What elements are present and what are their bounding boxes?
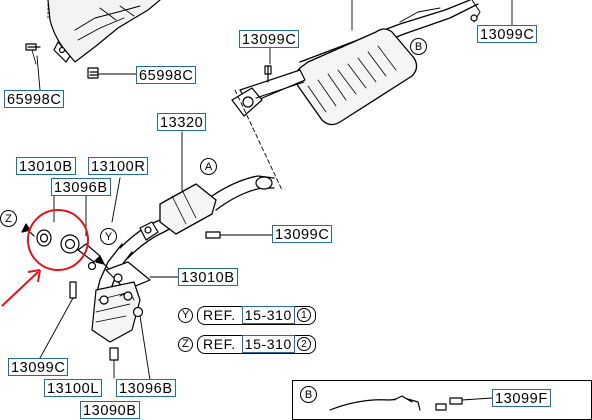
part-label[interactable]: 13099C [8,358,69,376]
ref-sub: 2 [296,337,311,351]
ref-word: REF. [203,336,236,352]
view-mark-a: A [200,158,217,175]
part-label[interactable]: 13099C [239,30,300,48]
part-label[interactable]: 65998C [136,66,197,84]
bolt-icon [39,281,77,359]
bolt-icon [264,47,272,83]
pointer-arrow-icon [1,269,41,307]
part-label[interactable]: 13090B [80,401,140,419]
view-mark-z: Z [0,210,17,227]
bolt-icon [87,67,138,79]
heat-shield-icon [47,0,161,63]
muffler-icon [231,0,481,126]
view-mark-b-inset: B [300,386,317,403]
part-label[interactable]: 13320 [157,113,207,131]
part-label[interactable]: 65998C [4,90,65,108]
nut-icon [132,306,151,381]
view-mark-y: Y [100,228,117,245]
bolt-icon [205,231,273,239]
part-label[interactable]: 13100L [44,379,102,397]
ref-letter: Y [178,307,193,323]
nut-icon [87,261,97,271]
part-label[interactable]: 13096B [51,178,111,196]
ref-box: REF. 15-310 1 [197,305,316,325]
part-label[interactable]: 13100R [88,157,149,175]
view-mark-b: B [410,38,427,55]
part-label[interactable]: 13096B [116,379,176,397]
inset-frame [292,380,592,420]
ref-number[interactable]: 15-310 [241,306,295,324]
part-label[interactable]: 13099C [272,225,333,243]
part-label[interactable]: 13099F [492,389,551,407]
diagram-drawing [1,0,513,411]
resonator-icon [119,175,275,259]
reference-row-y: Y REF. 15-310 1 [178,304,316,326]
ref-box: REF. 15-310 2 [197,334,316,354]
reference-row-z: Z REF. 15-310 2 [178,333,316,355]
ref-sub: 1 [296,308,311,322]
bolt-icon [109,347,119,379]
part-label[interactable]: 13099C [477,25,538,43]
ref-word: REF. [203,307,236,323]
inset-parts-icon [329,395,493,411]
catalytic-converter-icon [91,281,141,343]
bolt-icon [25,43,41,65]
part-label[interactable]: 13010B [178,268,238,286]
ref-letter: Z [178,336,193,352]
part-label[interactable]: 13010B [16,157,76,175]
ref-number[interactable]: 15-310 [241,335,295,353]
highlight-circle-icon [27,209,89,271]
gasket-icon [36,229,101,263]
